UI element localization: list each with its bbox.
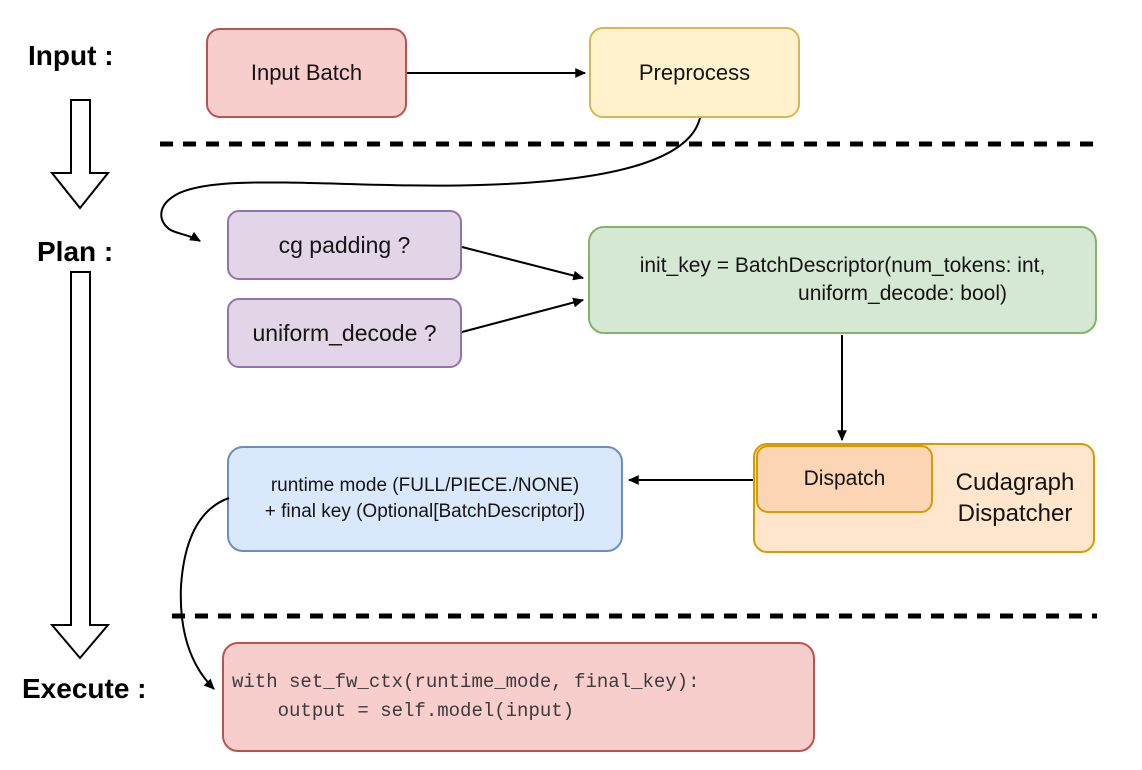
stage-label-input: Input :: [28, 40, 114, 71]
node-uniform-decode-label: uniform_decode ?: [252, 319, 437, 346]
node-dispatch: Dispatch: [756, 445, 933, 513]
node-runtime-mode-line2: + final key (Optional[BatchDescriptor]): [264, 501, 586, 522]
hollow-arrow-plan-to-execute: [49, 271, 111, 660]
node-runtime-mode: runtime mode (FULL/PIECE./NONE) + final …: [227, 446, 623, 552]
node-init-key-line2: uniform_decode: bool): [798, 282, 1007, 305]
node-init-key-line1: init_key = BatchDescriptor(num_tokens: i…: [639, 254, 1046, 277]
node-execute-code: with set_fw_ctx(runtime_mode, final_key)…: [222, 642, 815, 752]
arrow-uniform-decode-to-init-key: [461, 297, 585, 333]
node-input-batch: Input Batch: [206, 28, 407, 118]
node-dispatch-label: Dispatch: [803, 467, 886, 490]
cudagraph-label-line2: Dispatcher: [957, 500, 1073, 527]
node-input-batch-label: Input Batch: [250, 60, 363, 85]
node-cg-padding: cg padding ?: [227, 210, 462, 280]
stage-label-execute: Execute :: [22, 673, 147, 704]
node-runtime-mode-line1: runtime mode (FULL/PIECE./NONE): [270, 475, 580, 496]
stage-label-plan: Plan :: [37, 236, 114, 267]
node-preprocess: Preprocess: [589, 27, 800, 118]
hollow-arrow-input-to-plan: [49, 99, 111, 210]
cudagraph-label-line1: Cudagraph: [955, 469, 1075, 496]
node-cg-padding-label: cg padding ?: [278, 231, 411, 258]
node-preprocess-label: Preprocess: [638, 59, 751, 85]
node-cudagraph-dispatcher-label: Cudagraph Dispatcher: [933, 445, 1097, 551]
node-init-key: init_key = BatchDescriptor(num_tokens: i…: [588, 226, 1097, 334]
execute-code-line1: with set_fw_ctx(runtime_mode, final_key)…: [232, 671, 700, 693]
arrow-cg-padding-to-init-key: [461, 246, 585, 281]
node-uniform-decode: uniform_decode ?: [227, 298, 462, 368]
execute-code-line2: output = self.model(input): [232, 700, 575, 722]
